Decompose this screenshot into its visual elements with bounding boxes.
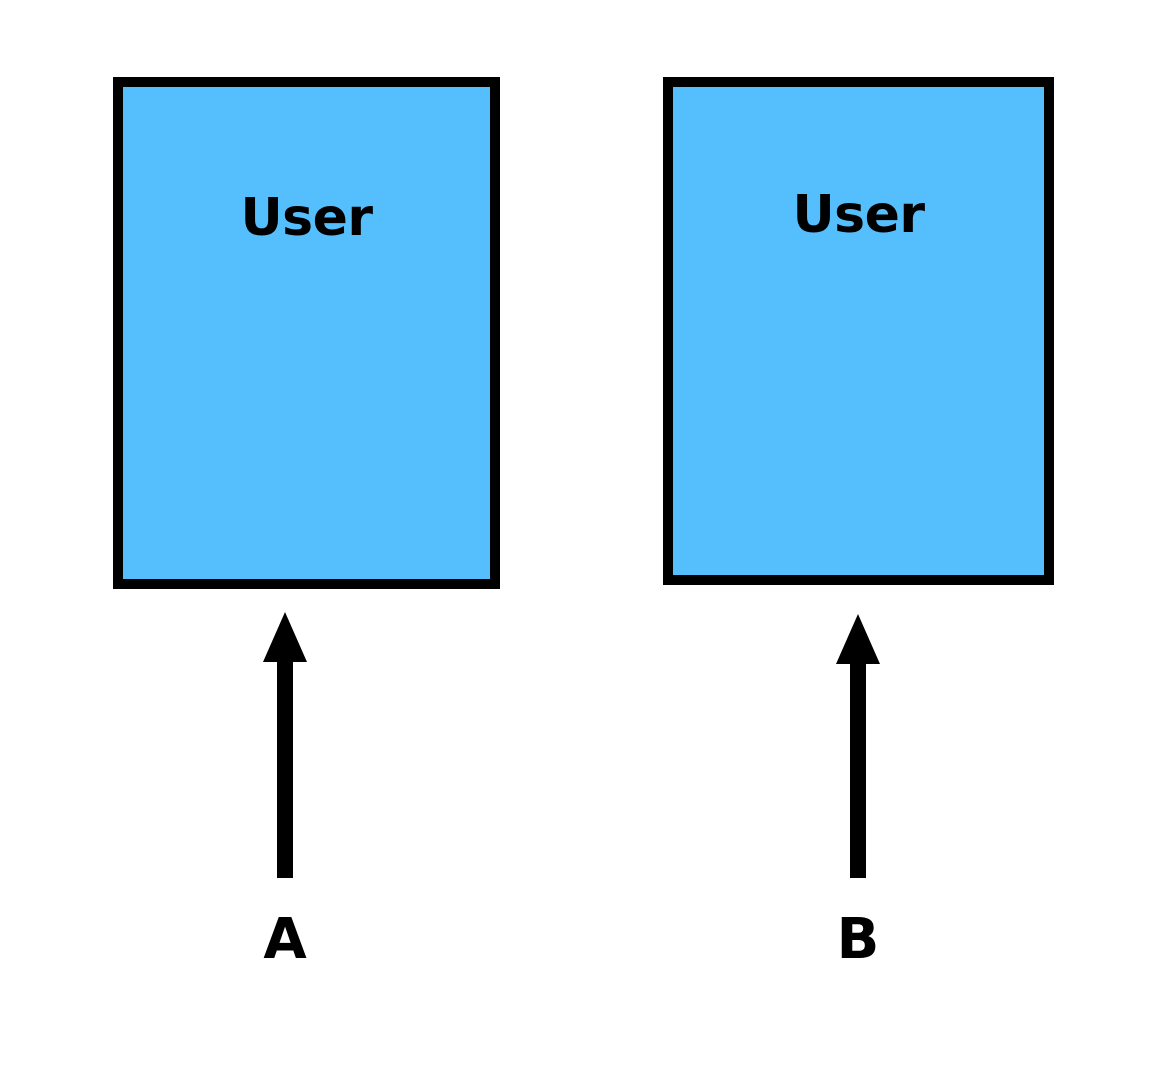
node-user-b-label: User: [792, 185, 925, 245]
node-user-a-label: User: [240, 188, 373, 248]
up-arrow-icon: [836, 614, 880, 878]
up-arrow-icon: [263, 612, 307, 878]
arrow-b-to-node-user-b[interactable]: [828, 614, 888, 884]
node-user-a[interactable]: User: [113, 77, 500, 589]
arrow-a-to-node-user-a[interactable]: [255, 612, 315, 884]
node-user-b[interactable]: User: [663, 77, 1054, 585]
arrow-b-label: B: [836, 907, 880, 972]
arrow-a-label: A: [263, 907, 307, 972]
